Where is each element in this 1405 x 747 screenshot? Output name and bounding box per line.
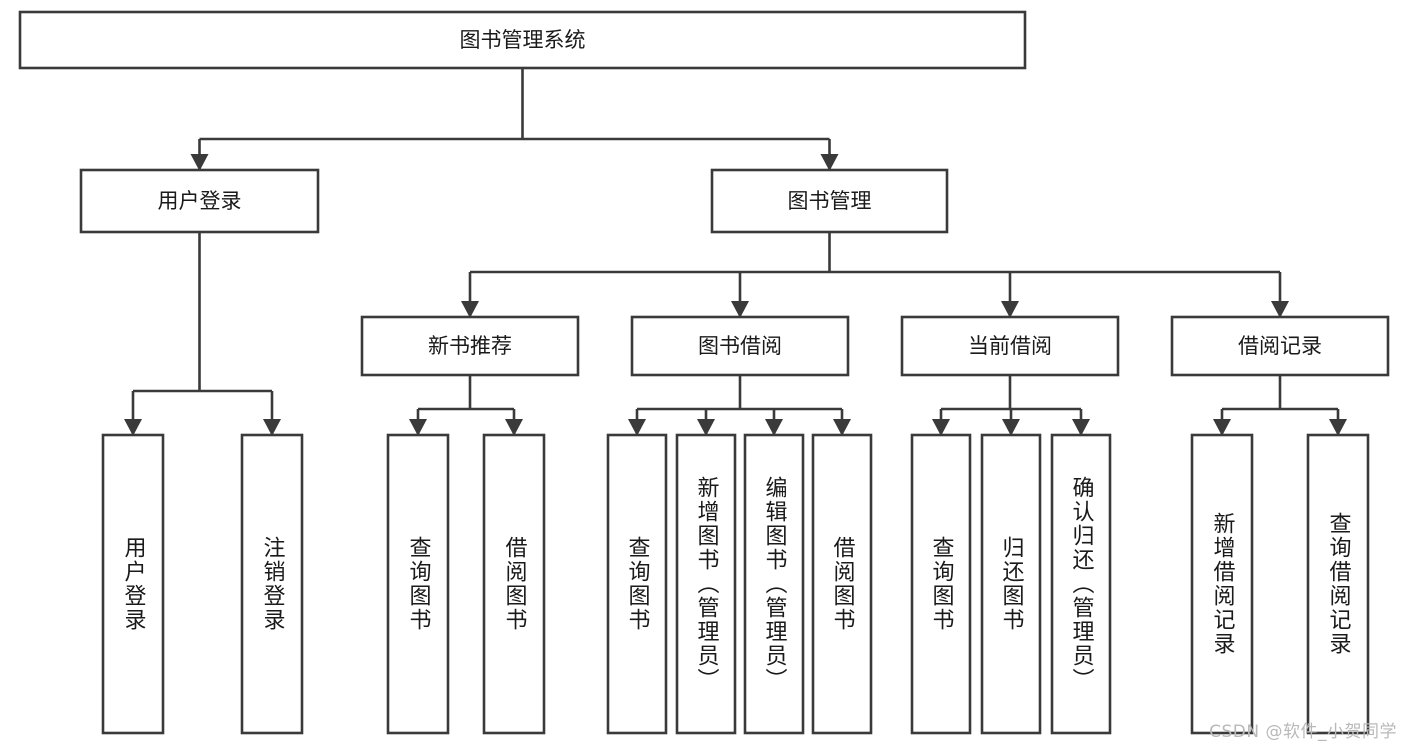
node-label-book-borrow: 图书借阅	[698, 334, 782, 358]
node-box-book-manage[interactable]	[710, 168, 949, 234]
arrow-head-icon	[932, 419, 950, 436]
arrow-head-icon	[461, 301, 479, 318]
node-label-new-book-recommend: 新书推荐	[428, 334, 512, 358]
node-box-leaf-query-book-rec[interactable]	[386, 433, 450, 735]
node-box-leaf-borrow-book-rec[interactable]	[482, 433, 546, 735]
node-box-book-borrow[interactable]	[630, 315, 850, 377]
node-box-current-borrow[interactable]	[900, 315, 1120, 377]
arrow-head-icon	[1271, 301, 1289, 318]
node-box-leaf-return-book[interactable]	[980, 433, 1042, 735]
node-label-current-borrow: 当前借阅	[968, 334, 1052, 358]
node-label-borrow-record: 借阅记录	[1238, 334, 1322, 358]
node-box-leaf-user-login[interactable]	[101, 433, 165, 735]
edges-layer	[124, 68, 1347, 436]
node-box-leaf-edit-book[interactable]	[743, 433, 805, 735]
node-box-leaf-add-book[interactable]	[675, 433, 737, 735]
node-label-book-manage: 图书管理	[788, 189, 872, 213]
arrow-head-icon	[731, 301, 749, 318]
csdn-watermark: CSDN @软件_小贺同学	[1209, 722, 1397, 742]
node-box-borrow-record[interactable]	[1170, 315, 1390, 377]
arrow-head-icon	[820, 154, 839, 171]
arrow-head-icon	[628, 419, 646, 436]
arrow-head-icon	[263, 419, 281, 436]
node-box-leaf-query-book-cur[interactable]	[910, 433, 972, 735]
arrow-head-icon	[1329, 419, 1347, 436]
node-box-user-login[interactable]	[79, 168, 320, 234]
arrow-head-icon	[505, 419, 523, 436]
node-label-root: 图书管理系统	[460, 28, 586, 52]
node-label-user-login: 用户登录	[158, 189, 242, 213]
arrow-head-icon	[765, 419, 783, 436]
node-box-leaf-confirm-return[interactable]	[1050, 433, 1112, 735]
node-box-leaf-logout[interactable]	[240, 433, 304, 735]
node-box-leaf-add-record[interactable]	[1190, 433, 1254, 735]
arrow-head-icon	[124, 419, 142, 436]
arrow-head-icon	[409, 419, 427, 436]
arrow-head-icon	[1213, 419, 1231, 436]
arrow-head-icon	[190, 154, 209, 171]
node-box-new-book-recommend[interactable]	[360, 315, 580, 377]
arrow-head-icon	[833, 419, 851, 436]
node-box-leaf-borrow-book[interactable]	[811, 433, 873, 735]
arrow-head-icon	[697, 419, 715, 436]
arrow-head-icon	[1001, 301, 1019, 318]
arrow-head-icon	[1002, 419, 1020, 436]
arrow-head-icon	[1072, 419, 1090, 436]
node-box-leaf-query-book-borrow[interactable]	[606, 433, 668, 735]
node-box-root[interactable]	[18, 10, 1027, 70]
node-box-leaf-query-record[interactable]	[1306, 433, 1370, 735]
